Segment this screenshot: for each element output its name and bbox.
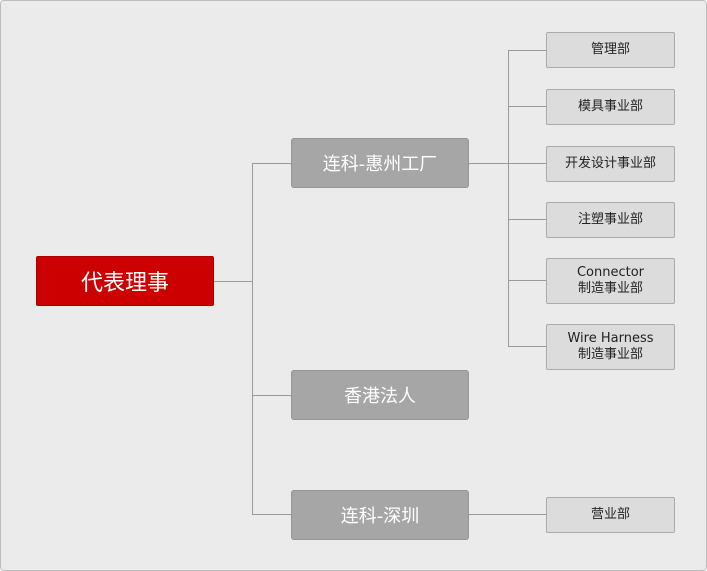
node-label: 制造事业部 [577,347,643,362]
node-shenzhen: 连科-深圳 [291,490,469,540]
node-label: 注塑事业部 [577,212,643,227]
connector-line [508,50,546,51]
connector-line [252,514,291,515]
node-label: 连科-惠州工厂 [322,154,438,175]
node-mold-dept: 模具事业部 [546,89,675,125]
connector-line [508,346,546,347]
node-label: Connector [576,265,645,280]
node-label: 制造事业部 [577,281,643,296]
connector-line [508,280,546,281]
connector-line [508,163,546,164]
connector-line [468,163,508,164]
node-hongkong-entity: 香港法人 [291,370,469,420]
node-label: 香港法人 [344,386,416,407]
node-huizhou-factory: 连科-惠州工厂 [291,138,469,188]
node-label: 营业部 [590,507,630,522]
node-label: 开发设计事业部 [564,156,656,171]
connector-line [252,395,291,396]
node-label: 管理部 [590,42,630,57]
node-representative-director: 代表理事 [36,256,214,306]
connector-line [252,163,291,164]
connector-line [252,163,253,515]
node-label: 模具事业部 [577,99,643,114]
connector-line [508,219,546,220]
connector-line [213,281,252,282]
node-sales-dept: 营业部 [546,497,675,533]
connector-line [508,106,546,107]
connector-line [468,514,546,515]
connector-line [508,50,509,347]
node-injection-dept: 注塑事业部 [546,202,675,238]
node-label: 代表理事 [80,271,169,296]
node-management-dept: 管理部 [546,32,675,68]
node-label: Wire Harness [567,331,654,346]
node-rd-design-dept: 开发设计事业部 [546,146,675,182]
node-label: 连科-深圳 [340,506,420,527]
